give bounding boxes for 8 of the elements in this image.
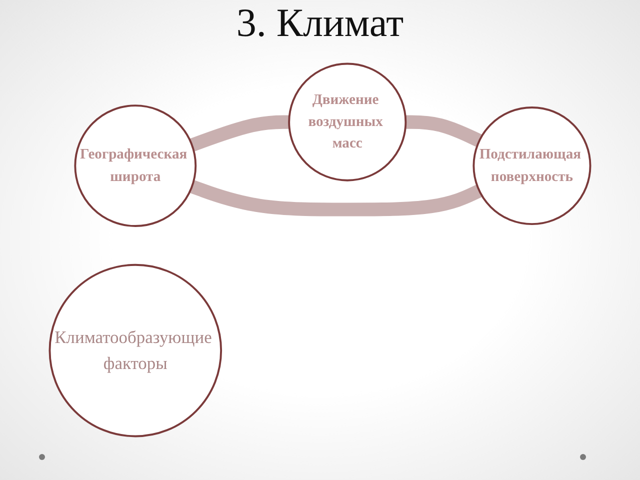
slide-title: 3. Климат bbox=[236, 0, 404, 46]
node-circle: Географическая широта bbox=[74, 104, 197, 227]
node-circle: Климатообразующие факторы bbox=[48, 264, 222, 438]
node-circle: Движение воздушных масс bbox=[288, 62, 407, 182]
connector bbox=[404, 115, 482, 147]
connector bbox=[190, 115, 290, 152]
connector bbox=[190, 180, 482, 216]
node-circle: Подстилающая поверхность bbox=[472, 106, 592, 226]
